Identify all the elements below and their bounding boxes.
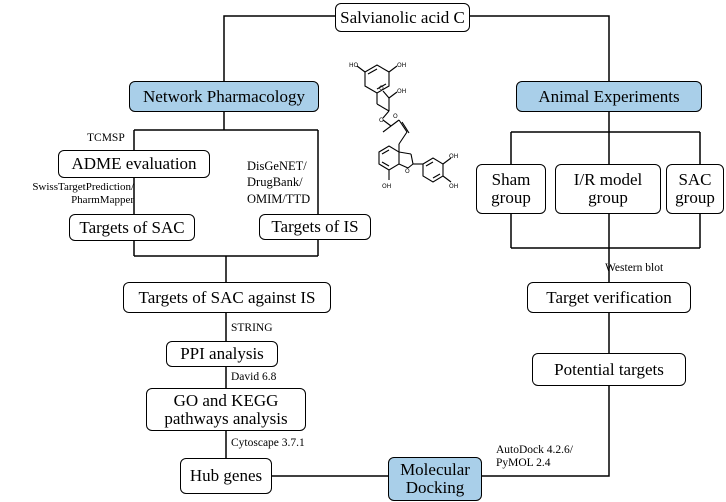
svg-text:HO: HO [349,62,359,69]
svg-text:OH: OH [449,183,458,190]
go-kegg-analysis-node: GO and KEGG pathways analysis [146,388,306,431]
adme-evaluation-node: ADME evaluation [58,150,210,178]
autodock-pymol-label: AutoDock 4.2.6/ PyMOL 2.4 [496,444,573,470]
svg-text:O: O [379,85,384,92]
potential-to-docking-connector [482,386,610,477]
hub-genes-node: Hub genes [180,458,272,494]
potential-targets-node: Potential targets [532,353,686,386]
sac-group-node: SAC group [666,164,724,214]
cytoscape-label: Cytoscape 3.7.1 [231,437,305,449]
root-left-connector [223,15,335,84]
svg-text:OH: OH [382,183,391,190]
molecular-docking-node: Molecular Docking [388,457,482,501]
svg-text:OH: OH [397,88,406,95]
western-blot-label: Western blot [605,262,664,274]
disease-databases-label: DisGeNET/ DrugBank/ OMIM/TTD [247,159,311,206]
svg-text:O: O [379,117,384,124]
svg-text:OH: OH [449,153,458,160]
swiss-pharmmapper-label: SwissTargetPrediction/ PharmMapper [32,181,134,206]
targets-of-sac-node: Targets of SAC [69,214,195,241]
root-node-salvianolic-acid-c: Salvianolic acid C [335,3,470,32]
svg-text:O: O [405,168,410,175]
tcmsp-label: TCMSP [87,132,125,144]
root-right-connector [470,15,610,84]
salvianolic-acid-c-structure-image: HO OH OH O O O O OH OH OH [349,62,458,190]
string-label: STRING [231,322,273,334]
sham-group-node: Sham group [476,164,546,214]
targets-of-is-node: Targets of IS [259,214,371,240]
svg-text:O: O [393,113,398,120]
targets-of-sac-against-is-node: Targets of SAC against IS [123,282,331,313]
ir-model-group-node: I/R model group [555,164,661,214]
target-verification-node: Target verification [527,282,691,313]
network-pharmacology-node: Network Pharmacology [129,81,319,112]
david-label: David 6.8 [231,371,277,383]
svg-text:OH: OH [397,62,406,69]
ppi-analysis-node: PPI analysis [166,341,278,367]
animal-experiments-node: Animal Experiments [516,81,702,112]
